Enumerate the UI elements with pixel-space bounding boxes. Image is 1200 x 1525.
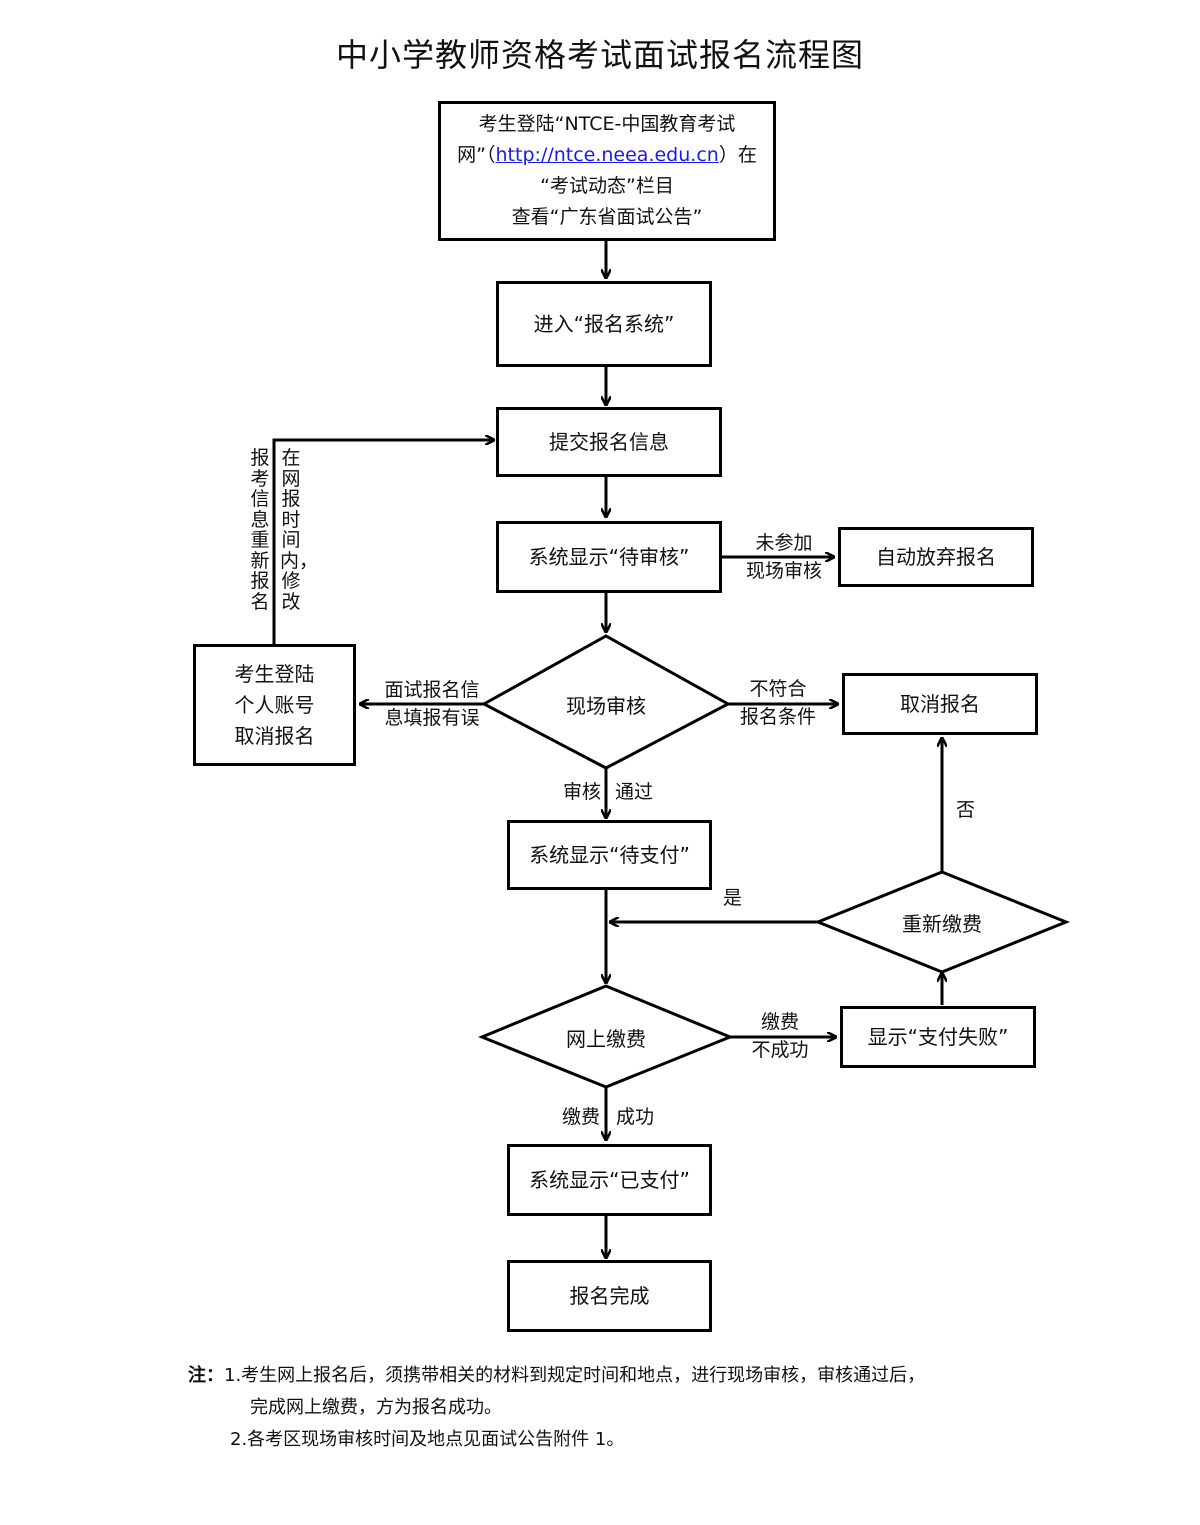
diamond-online-payment-label: 网上缴费 (566, 1026, 646, 1051)
box-complete: 报名完成 (507, 1260, 712, 1332)
box-auto-abandon: 自动放弃报名 (838, 527, 1034, 587)
diamond-online-payment (478, 984, 734, 1089)
diamond-repay (813, 870, 1071, 974)
edge-label-info-error-2: 息填报有误 (384, 707, 480, 729)
note-1-line-1: 1.考生网上报名后，须携带相关的材料到规定时间和地点，进行现场审核，审核通过后， (224, 1365, 926, 1386)
diamond-repay-label: 重新缴费 (902, 911, 982, 936)
edge-label-pay-fail-2: 不成功 (751, 1039, 809, 1061)
start-line-1: 考生登陆“NTCE-中国教育考试 (478, 113, 736, 135)
note-1-line-2: 完成网上缴费，方为报名成功。 (250, 1397, 502, 1418)
edge-label-modify-within-time: 在网报时间内，修改 (280, 447, 319, 613)
edge-label-not-attend: 未参加 现场审核 (734, 529, 834, 585)
edge-label-review-pass-b: 通过 (615, 781, 654, 803)
edge-label-pay-fail-1: 缴费 (760, 1011, 799, 1033)
start-line-2: 网”（http://ntce.neea.edu.cn）在 (457, 140, 757, 171)
diamond-onsite-review (480, 634, 732, 770)
account-cancel-line-2: 个人账号 (234, 692, 315, 717)
box-payment-failed: 显示“支付失败” (840, 1006, 1036, 1068)
arrow-account-back-to-submit (272, 440, 494, 644)
start-box: 考生登陆“NTCE-中国教育考试 网”（http://ntce.neea.edu… (438, 101, 776, 241)
start-line-2a: 网”（ (457, 144, 496, 166)
box-pending-review: 系统显示“待审核” (496, 521, 722, 593)
edge-label-re-register: 报考信息重新报名 (250, 447, 270, 613)
box-enter-system: 进入“报名系统” (496, 281, 712, 367)
start-line-3: “考试动态”栏目 (540, 175, 674, 197)
ntce-link[interactable]: http://ntce.neea.edu.cn (495, 144, 719, 166)
edge-label-not-qualified-2: 报名条件 (739, 706, 816, 728)
edge-label-not-qualified: 不符合 报名条件 (728, 675, 828, 731)
account-cancel-line-3: 取消报名 (234, 723, 315, 748)
box-account-cancel: 考生登陆 个人账号 取消报名 (193, 644, 356, 766)
box-submit-info: 提交报名信息 (496, 407, 722, 477)
notes-prefix: 注： (188, 1365, 224, 1386)
edge-label-review-pass-a: 审核 (563, 781, 602, 803)
diamond-onsite-review-label: 现场审核 (566, 693, 646, 718)
box-pending-payment: 系统显示“待支付” (507, 820, 712, 890)
edge-label-info-error: 面试报名信 息填报有误 (374, 676, 490, 732)
start-line-2b: ）在 (718, 144, 757, 166)
edge-label-not-attend-2: 现场审核 (745, 560, 822, 582)
start-line-4: 查看“广东省面试公告” (511, 206, 703, 228)
edge-label-pay-fail: 缴费 不成功 (740, 1008, 820, 1064)
box-cancel-registration: 取消报名 (842, 673, 1038, 735)
edge-label-info-error-1: 面试报名信 (384, 679, 480, 701)
edge-label-pay-ok-a: 缴费 (562, 1106, 601, 1128)
edge-label-not-qualified-1: 不符合 (749, 678, 807, 700)
edge-label-pay-ok-b: 成功 (616, 1106, 655, 1128)
note-2: 2.各考区现场审核时间及地点见面试公告附件 1。 (230, 1429, 625, 1450)
account-cancel-line-1: 考生登陆 (234, 661, 315, 686)
edge-label-not-attend-1: 未参加 (755, 532, 813, 554)
notes-section: 注： 1.考生网上报名后，须携带相关的材料到规定时间和地点，进行现场审核，审核通… (188, 1360, 1068, 1456)
edge-label-yes: 是 (723, 887, 743, 909)
page-title: 中小学教师资格考试面试报名流程图 (335, 36, 864, 74)
box-paid: 系统显示“已支付” (507, 1144, 712, 1216)
edge-label-no: 否 (956, 799, 976, 821)
